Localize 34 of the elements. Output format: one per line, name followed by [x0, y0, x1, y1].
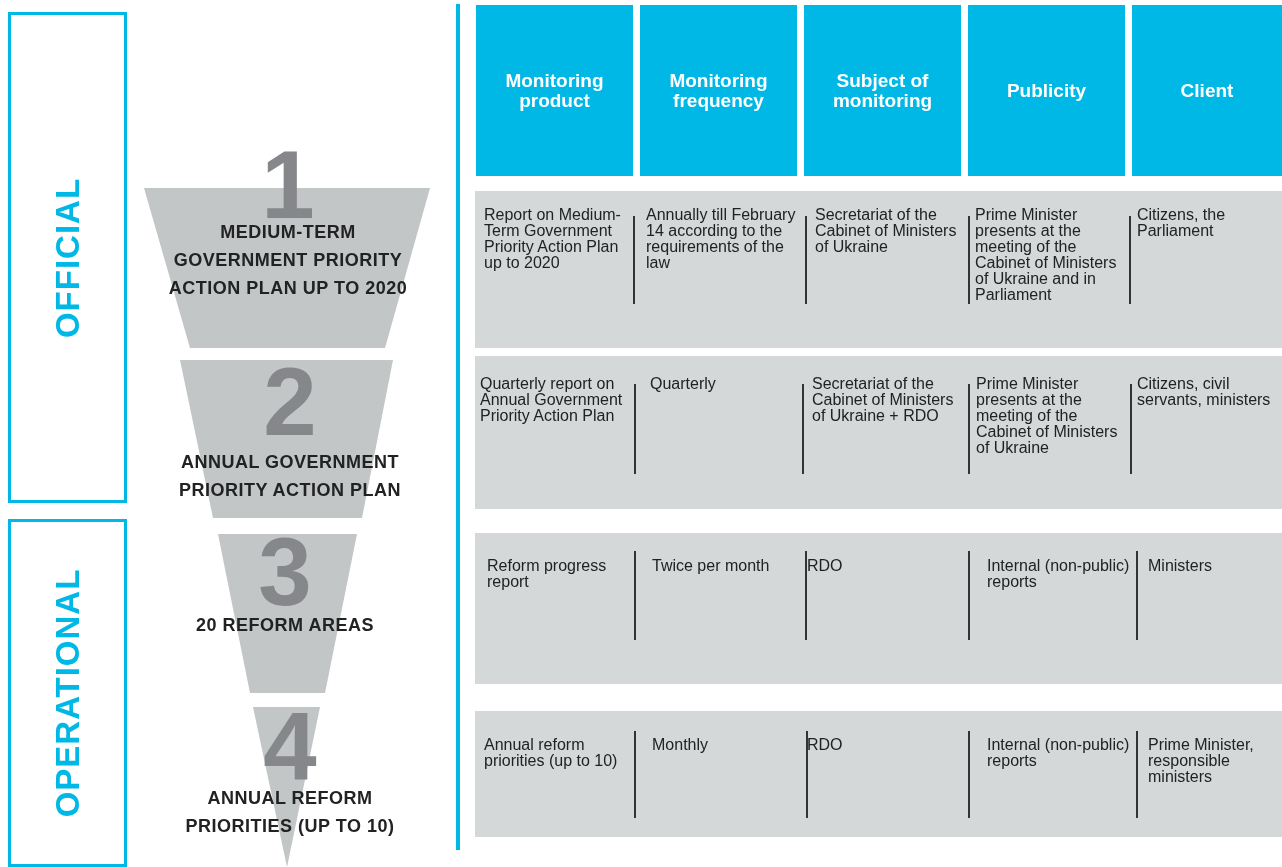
- table-cell-text: Annually till February 14 according to the requirements of the law: [646, 207, 797, 271]
- category-label: OFFICIAL: [48, 177, 87, 338]
- table-cell-text: Secretariat of the Cabinet of Ministers of Ukraine: [815, 207, 958, 255]
- category-label: OPERATIONAL: [48, 568, 87, 818]
- table-cell-text: Monthly: [652, 737, 710, 753]
- table-cell-text: Prime Minister, responsible ministers: [1148, 737, 1255, 785]
- table-cell-text: RDO: [807, 737, 844, 753]
- table-cell-text: Internal (non-public) reports: [987, 558, 1131, 590]
- table-cell-text: Ministers: [1148, 558, 1213, 574]
- table-cell-text: Citizens, the Parliament: [1137, 207, 1227, 239]
- column-header: Subject of monitoring: [804, 5, 961, 176]
- column-header: Monitoring product: [476, 5, 633, 176]
- table-cell-text: RDO: [807, 558, 844, 574]
- table-cell-text: Secretariat of the Cabinet of Ministers of Ukraine + RDO: [812, 376, 955, 424]
- column-header: Publicity: [968, 5, 1125, 176]
- table-cell-text: Citizens, civil servants, ministers: [1137, 376, 1272, 408]
- category-box: [8, 519, 127, 867]
- table-cell-text: Quarterly report on Annual Government Priority Action Plan: [480, 376, 624, 424]
- step-number: 3: [258, 532, 312, 612]
- level-label: ANNUAL REFORM PRIORITIES (UP TO 10): [184, 787, 396, 838]
- table-cell-text: Prime Minister presents at the meeting of the Cabinet of Ministers of Ukraine: [976, 376, 1119, 456]
- level-label: ANNUAL GOVERNMENT PRIORITY ACTION PLAN: [178, 451, 402, 502]
- table-cell-text: Annual reform priorities (up to 10): [484, 737, 619, 769]
- table-cell-text: Twice per month: [652, 558, 771, 574]
- column-header: Client: [1132, 5, 1282, 176]
- table-cell-text: Internal (non-public) reports: [987, 737, 1131, 769]
- table-cell-text: Reform progress report: [487, 558, 608, 590]
- step-number: 2: [262, 362, 318, 442]
- column-header: Monitoring frequency: [640, 5, 797, 176]
- table-cell-text: Quarterly: [650, 376, 717, 392]
- category-box: [8, 12, 127, 503]
- table-cell-text: Prime Minister presents at the meeting of the Cabinet of Ministers of Ukraine and in Parliament: [975, 207, 1118, 303]
- table-cell-text: Report on Medium-Term Government Priority Action Plan up to 2020: [484, 207, 622, 271]
- level-label: 20 REFORM AREAS: [195, 614, 375, 637]
